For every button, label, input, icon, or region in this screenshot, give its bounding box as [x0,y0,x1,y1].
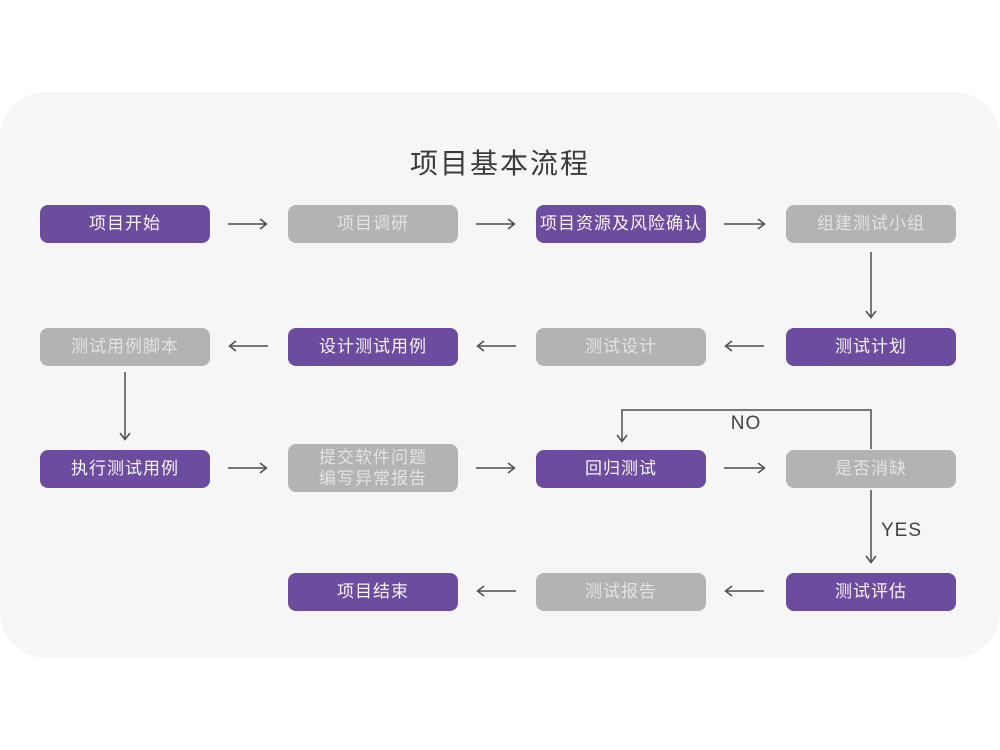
node-test-report: 测试报告 [536,573,706,611]
edge-label-yes: YES [881,520,923,541]
node-test-case-script: 测试用例脚本 [40,328,210,366]
node-execute-test-case: 执行测试用例 [40,450,210,488]
node-design-test-case: 设计测试用例 [288,328,458,366]
node-resource-risk-confirm: 项目资源及风险确认 [536,205,706,243]
node-submit-issue-report: 提交软件问题 编写异常报告 [288,444,458,492]
page-title: 项目基本流程 [409,148,590,179]
node-build-test-team: 组建测试小组 [786,205,956,243]
node-test-design: 测试设计 [536,328,706,366]
node-test-evaluation: 测试评估 [786,573,956,611]
node-project-end: 项目结束 [288,573,458,611]
edge-label-no: NO [730,413,762,434]
node-project-start: 项目开始 [40,205,210,243]
node-regression-test: 回归测试 [536,450,706,488]
node-test-plan: 测试计划 [786,328,956,366]
flowchart-card [0,92,1000,658]
node-project-research: 项目调研 [288,205,458,243]
node-defect-cleared: 是否消缺 [786,450,956,488]
